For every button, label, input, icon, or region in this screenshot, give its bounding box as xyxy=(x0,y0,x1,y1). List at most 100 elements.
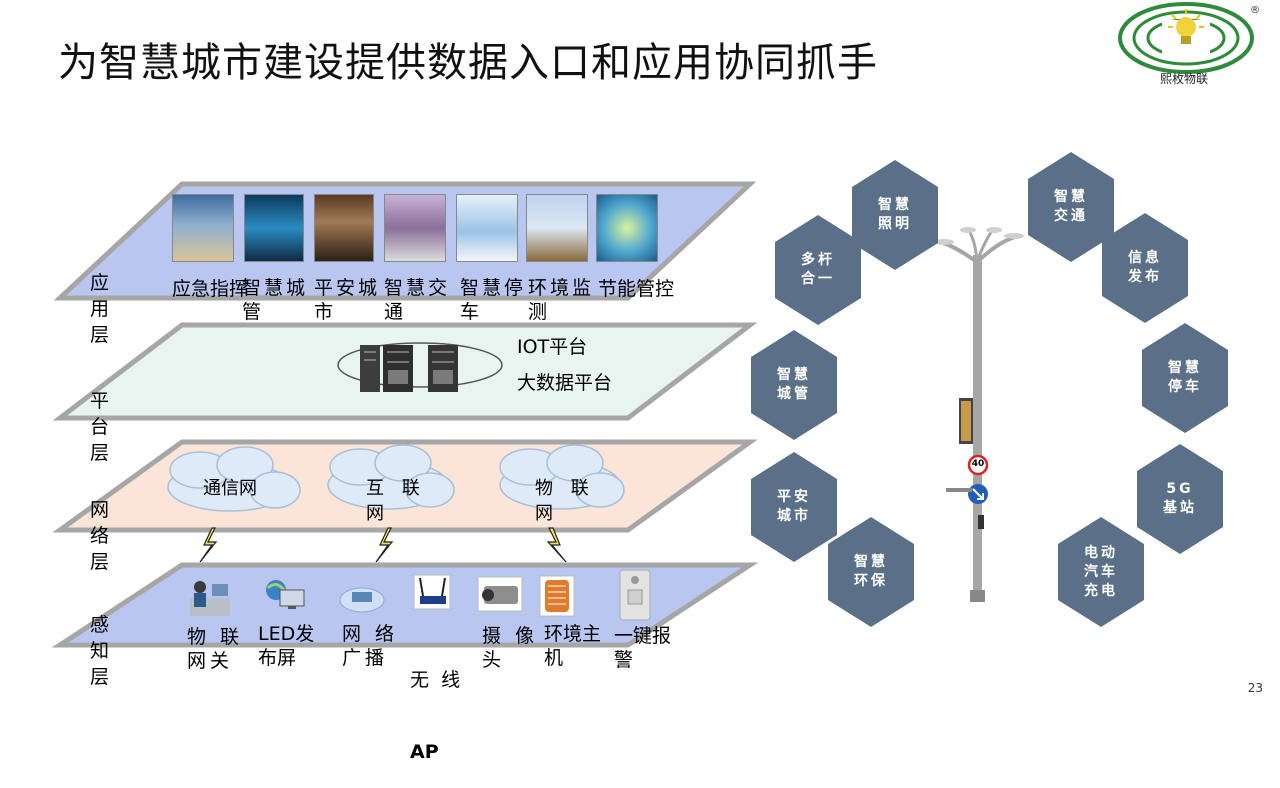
hex-multi-pole: 多杆合一 xyxy=(775,215,861,325)
sensing-item-wireless-ap: 无 线 AP xyxy=(410,620,460,788)
hex-line2: 环保 xyxy=(854,573,888,589)
smart-parking-thumbnail xyxy=(456,194,518,262)
smart-traffic-thumbnail xyxy=(384,194,446,262)
hex-line1: 智慧 xyxy=(878,197,912,213)
company-logo xyxy=(1118,2,1254,74)
hex-line3: 充电 xyxy=(1084,582,1118,599)
slide-title: 为智慧城市建设提供数据入口和应用协同抓手 xyxy=(58,40,878,86)
sensing-item-alarm: 一键报 警 xyxy=(614,624,671,672)
sensing-item-led: LED发 布屏 xyxy=(258,622,314,670)
app-item-smart-traffic: 智慧交通 xyxy=(384,277,451,323)
cloud-label-iot: 物 联 xyxy=(535,478,595,499)
hex-line2: 交通 xyxy=(1054,208,1088,224)
hex-line2: 照明 xyxy=(878,216,912,232)
hex-smart-environment: 智慧环保 xyxy=(828,517,914,627)
sensing-item-gateway-line1: 物 联 xyxy=(187,626,244,648)
app-item-city-management: 智慧城管 xyxy=(242,277,309,323)
hex-smart-lighting: 智慧照明 xyxy=(852,160,938,270)
emergency-command-thumbnail xyxy=(172,194,234,262)
sensing-item-alarm-line1: 一键报 xyxy=(614,625,672,647)
sensing-item-led-line2: 布屏 xyxy=(258,647,297,669)
hex-line1: 多杆 xyxy=(801,252,835,268)
app-item-safe-city: 平安城市 xyxy=(314,277,381,323)
network-layer-label-line1: 网 络 xyxy=(90,499,124,547)
cloud-label-iot-line2: 网 xyxy=(535,503,553,524)
hex-line2: 汽车 xyxy=(1084,563,1118,580)
energy-control-thumbnail xyxy=(596,194,658,262)
registered-mark: ® xyxy=(1250,5,1260,16)
sensing-item-camera-line2: 头 xyxy=(482,649,506,671)
broadcast-icon xyxy=(339,587,385,613)
gateway-operator-icon xyxy=(190,581,230,616)
app-layer-label: 应 用 层 xyxy=(90,270,160,348)
sensing-item-camera-line1: 摄 像 xyxy=(482,625,539,647)
sensing-layer-label-line1: 感 知 xyxy=(90,614,124,662)
cloud-label-communication: 通信网 xyxy=(203,478,257,499)
sensing-item-led-line1: LED发 xyxy=(258,623,315,645)
bigdata-platform-label: 大数据平台 xyxy=(517,372,613,394)
sensing-layer-plane xyxy=(51,562,759,648)
hex-line2: 合一 xyxy=(801,271,835,287)
logo-text: 熙枚物联 xyxy=(1160,72,1209,86)
hex-smart-city-mgmt: 智慧城管 xyxy=(751,330,837,440)
hex-line1: 智慧 xyxy=(1054,189,1088,205)
sensing-item-env-host: 环境主 机 xyxy=(544,622,601,670)
hex-line2: 停车 xyxy=(1168,379,1202,395)
server-rack-icon xyxy=(360,345,458,392)
alarm-button-icon xyxy=(619,569,651,621)
sensing-item-alarm-line2: 警 xyxy=(614,649,634,671)
hex-line2: 城市 xyxy=(777,508,811,524)
hex-line1: 智慧 xyxy=(777,367,811,383)
hex-safe-city: 平安城市 xyxy=(751,452,837,562)
sensing-item-env-line1: 环境主 xyxy=(544,623,602,645)
app-layer-label-line1: 应 用 xyxy=(90,272,124,320)
sensing-item-gateway: 物 联 网关 xyxy=(187,625,243,673)
environment-host-icon xyxy=(539,575,575,617)
sensing-item-env-line2: 机 xyxy=(544,647,564,669)
hex-line1: 智慧 xyxy=(854,554,888,570)
city-management-thumbnail xyxy=(244,194,304,262)
hex-line1: 电动 xyxy=(1084,544,1118,561)
sensing-item-broadcast-line2: 广播 xyxy=(342,647,389,669)
cloud-label-internet: 互 联 xyxy=(366,478,426,499)
cloud-label-internet-line2: 网 xyxy=(366,503,384,524)
hex-info-release: 信息发布 xyxy=(1102,213,1188,323)
sensing-layer-label: 感 知 层 xyxy=(90,612,160,690)
platform-layer-label-line2: 层 xyxy=(90,442,124,464)
hex-line2: 基站 xyxy=(1163,500,1197,516)
cloud-icon xyxy=(499,444,625,510)
sensing-layer-label-line2: 层 xyxy=(90,666,124,688)
speed-limit-value: 40 xyxy=(971,459,985,469)
wireless-ap-icon xyxy=(413,574,451,610)
camera-icon xyxy=(477,576,523,612)
hex-line1: 信息 xyxy=(1128,250,1162,266)
cloud-icon xyxy=(327,444,455,510)
safe-city-thumbnail xyxy=(314,194,374,262)
app-item-emergency: 应急指挥 xyxy=(172,278,249,300)
info-display-panel xyxy=(959,398,973,444)
app-layer-label-line2: 层 xyxy=(90,324,124,346)
network-layer-label-line2: 层 xyxy=(90,551,124,573)
cloud-icon xyxy=(167,446,301,512)
hex-line1: 平安 xyxy=(777,489,811,505)
page-number: 23 xyxy=(1247,681,1263,695)
app-item-env-monitoring: 环境监测 xyxy=(528,277,595,323)
hex-ev-charging: 电动汽车充电 xyxy=(1058,517,1144,627)
sensing-item-ap-line1: 无 线 xyxy=(410,669,461,691)
platform-ellipse xyxy=(337,342,503,388)
lightning-icon xyxy=(199,527,567,563)
network-layer-label: 网 络 层 xyxy=(90,497,160,575)
hex-line2: 城管 xyxy=(777,386,811,402)
environment-monitoring-thumbnail xyxy=(526,194,588,262)
hex-smart-parking: 智慧停车 xyxy=(1142,323,1228,433)
sensing-item-ap-line2: AP xyxy=(410,741,439,763)
platform-layer-label: 平 台 层 xyxy=(90,388,160,466)
sensing-item-gateway-line2: 网关 xyxy=(187,650,234,672)
hex-line2: 发布 xyxy=(1128,269,1162,285)
direction-sign xyxy=(968,484,988,504)
led-screen-icon xyxy=(266,580,305,609)
sensing-item-camera: 摄 像 头 xyxy=(482,624,538,672)
hex-line1: 智慧 xyxy=(1168,360,1202,376)
app-item-smart-parking: 智慧停车 xyxy=(460,277,527,323)
sensing-item-broadcast-line1: 网 络 xyxy=(342,623,399,645)
